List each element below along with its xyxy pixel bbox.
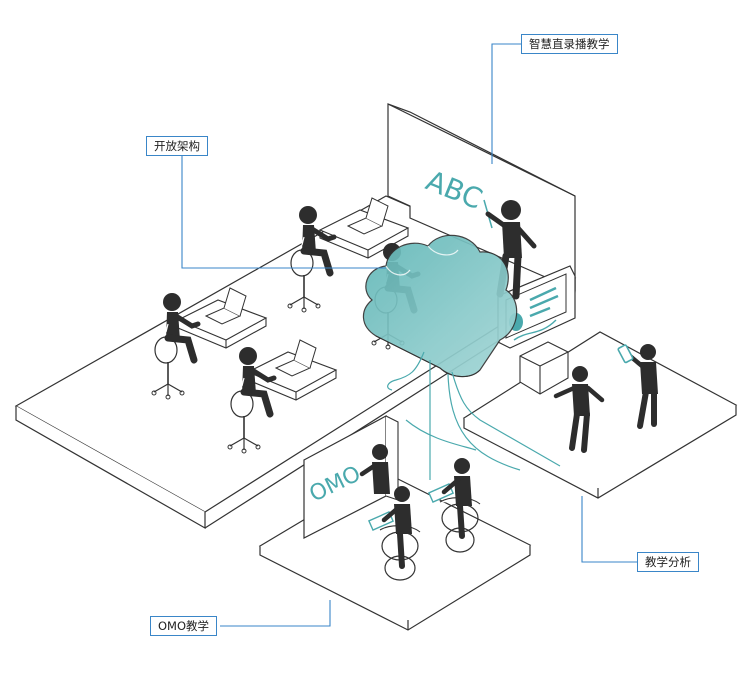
omo-teacher-figure [359,444,390,494]
label-teaching-analysis: 教学分析 [637,552,699,572]
analysis-platform [462,331,738,499]
callout-lines [181,43,637,627]
cloud-icon [362,234,518,378]
analysis-figure-1 [553,366,605,453]
cloud-connections [387,351,561,480]
main-whiteboard: ABC [387,103,576,291]
label-omo-teaching: OMO教学 [150,616,218,636]
tablet-icon [617,344,634,364]
omo-student-1 [427,458,481,553]
analysis-figure-2 [627,344,658,429]
omo-student-2 [367,486,421,581]
label-live-teaching: 智慧直录播教学 [521,34,618,54]
label-open-architecture: 开放架构 [146,136,208,156]
omo-whiteboard: OMO [303,414,399,539]
